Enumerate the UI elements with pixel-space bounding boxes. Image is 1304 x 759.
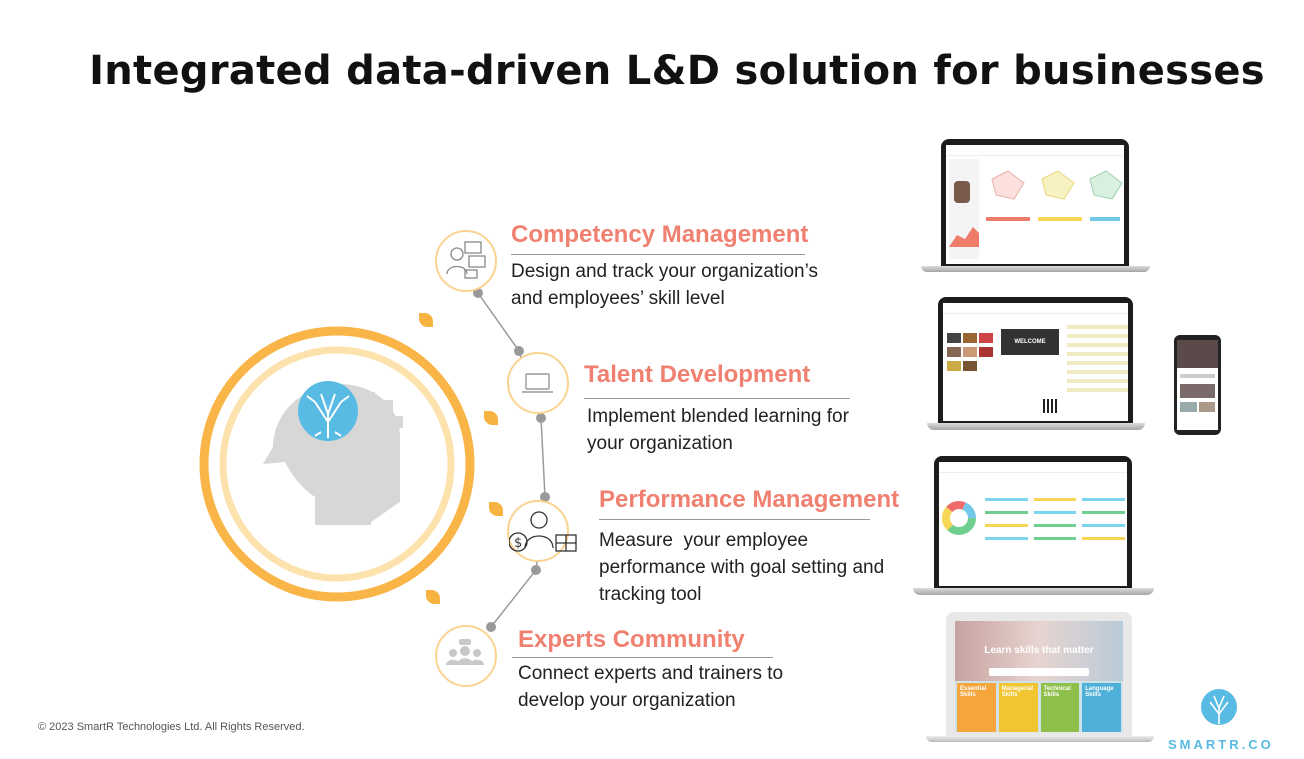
laptop-base xyxy=(927,423,1145,430)
head-tree-illustration xyxy=(199,326,475,602)
copyright-footer: © 2023 SmartR Technologies Ltd. All Righ… xyxy=(38,721,305,733)
community-group-icon xyxy=(435,625,497,687)
feature-desc-experts: Connect experts and trainers to develop … xyxy=(518,663,784,711)
feature-divider xyxy=(584,398,850,399)
skill-card: Managerial Skills xyxy=(998,683,1038,732)
connector-dot xyxy=(540,492,550,502)
feature-title-experts: Experts Community xyxy=(518,626,745,653)
laptop-competency-dashboard xyxy=(941,139,1129,266)
mobile-phone-app xyxy=(1174,335,1221,435)
feature-title-performance: Performance Management xyxy=(599,486,900,513)
laptop-performance-chart xyxy=(934,456,1132,588)
leaf-decoration xyxy=(426,590,440,604)
laptop-base xyxy=(913,588,1154,595)
feature-desc-performance: Measure your employee performance with g… xyxy=(599,530,885,605)
feature-title-competency: Competency Management xyxy=(511,221,809,248)
leaf-decoration xyxy=(489,502,503,516)
feature-divider xyxy=(512,657,773,658)
performance-person-icon: $ xyxy=(507,500,577,562)
leaf-decoration xyxy=(484,411,498,425)
feature-desc-competency: Design and track your organization’s and… xyxy=(511,261,818,309)
skill-card: Essential Skills xyxy=(957,683,996,732)
feature-divider xyxy=(511,254,805,255)
feature-divider xyxy=(599,519,870,520)
laptop-learn-skills: Learn skills that matter Essential Skill… xyxy=(946,612,1132,736)
skill-card: Technical Skills xyxy=(1040,683,1080,732)
laptop-talent-development: WELCOME ABOARD xyxy=(938,297,1133,423)
svg-text:$: $ xyxy=(514,536,522,551)
connector-dot xyxy=(536,413,546,423)
logo-text: SMARTR.CO xyxy=(1168,737,1274,752)
tree-logo-icon xyxy=(1201,689,1237,725)
connector-dot xyxy=(531,565,541,575)
page-title: Integrated data-driven L&D solution for … xyxy=(89,48,1265,94)
connector-dot xyxy=(514,346,524,356)
leaf-decoration xyxy=(419,313,433,327)
smartr-logo: SMARTR.CO xyxy=(1168,688,1274,752)
laptop-base xyxy=(921,266,1150,272)
skill-card: Language Skills xyxy=(1082,683,1121,732)
laptop-icon xyxy=(507,352,569,414)
welcome-banner: WELCOME ABOARD xyxy=(1001,329,1059,371)
feature-desc-talent: Implement blended learning for your orga… xyxy=(587,406,849,454)
laptop-base xyxy=(926,736,1154,742)
competency-person-icon xyxy=(435,230,497,292)
connector-dot xyxy=(473,288,483,298)
learn-skills-heading: Learn skills that matter xyxy=(984,645,1094,656)
feature-title-talent: Talent Development xyxy=(584,361,811,388)
connector-dot xyxy=(486,622,496,632)
